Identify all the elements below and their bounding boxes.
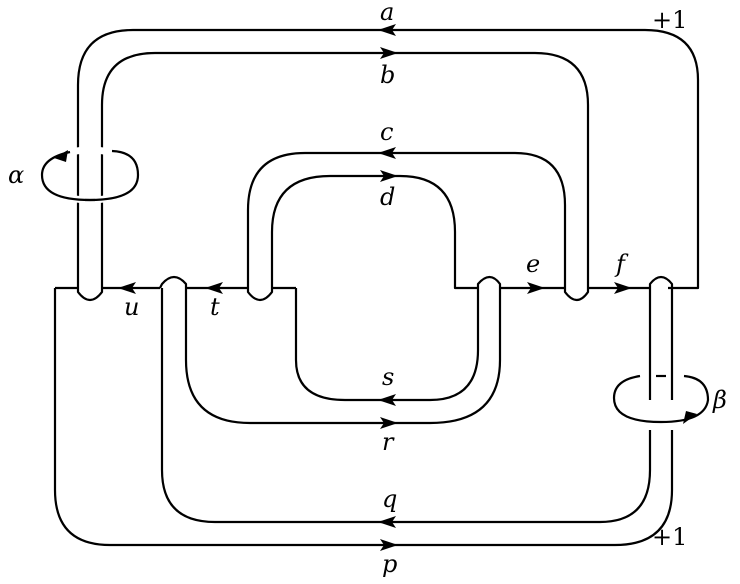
- arrow-u-icon: [118, 282, 136, 294]
- hook-u-t: [159, 275, 188, 289]
- label-a: a: [380, 0, 394, 26]
- strand-d: [270, 174, 478, 290]
- beta-arrow-icon: [683, 411, 697, 424]
- arrow-p-icon: [380, 539, 398, 551]
- strand-c: [246, 151, 567, 288]
- arrow-r-icon: [380, 417, 398, 429]
- label-s: s: [382, 363, 394, 391]
- arrow-b-icon: [380, 47, 398, 59]
- strand-b: [100, 51, 590, 288]
- hook-left: [76, 288, 104, 302]
- hook-e-f: [563, 288, 590, 302]
- arrow-e-icon: [527, 282, 545, 294]
- label-r: r: [382, 428, 395, 456]
- label-d: d: [380, 183, 395, 211]
- arrow-f-icon: [614, 282, 632, 294]
- strand-r: [184, 288, 502, 425]
- framing-bottom: +1: [652, 523, 687, 551]
- beta-circle: [612, 374, 710, 424]
- arrow-d-icon: [380, 170, 398, 182]
- arrow-t-icon: [205, 282, 223, 294]
- label-p: p: [382, 550, 397, 578]
- arrow-q-icon: [378, 516, 396, 528]
- hook-t-c: [246, 288, 274, 302]
- arrow-a-icon: [378, 24, 396, 36]
- hook-right: [648, 275, 674, 288]
- alpha-arrow-icon: [54, 150, 68, 162]
- label-c: c: [380, 118, 393, 146]
- strand-q: [160, 288, 652, 524]
- label-f: f: [614, 250, 629, 278]
- strand-s: [294, 288, 480, 402]
- label-u: u: [124, 293, 139, 321]
- strand-p: [53, 288, 674, 547]
- label-e: e: [526, 250, 540, 278]
- label-b: b: [380, 61, 395, 89]
- strand-a: [76, 28, 700, 290]
- label-q: q: [382, 485, 397, 513]
- arrow-c-icon: [378, 147, 396, 159]
- arrow-s-icon: [378, 394, 396, 406]
- framing-top: +1: [652, 6, 687, 34]
- label-alpha: α: [8, 161, 24, 189]
- hook-s-r: [476, 275, 502, 288]
- label-beta: β: [712, 386, 727, 414]
- label-t: t: [210, 293, 220, 321]
